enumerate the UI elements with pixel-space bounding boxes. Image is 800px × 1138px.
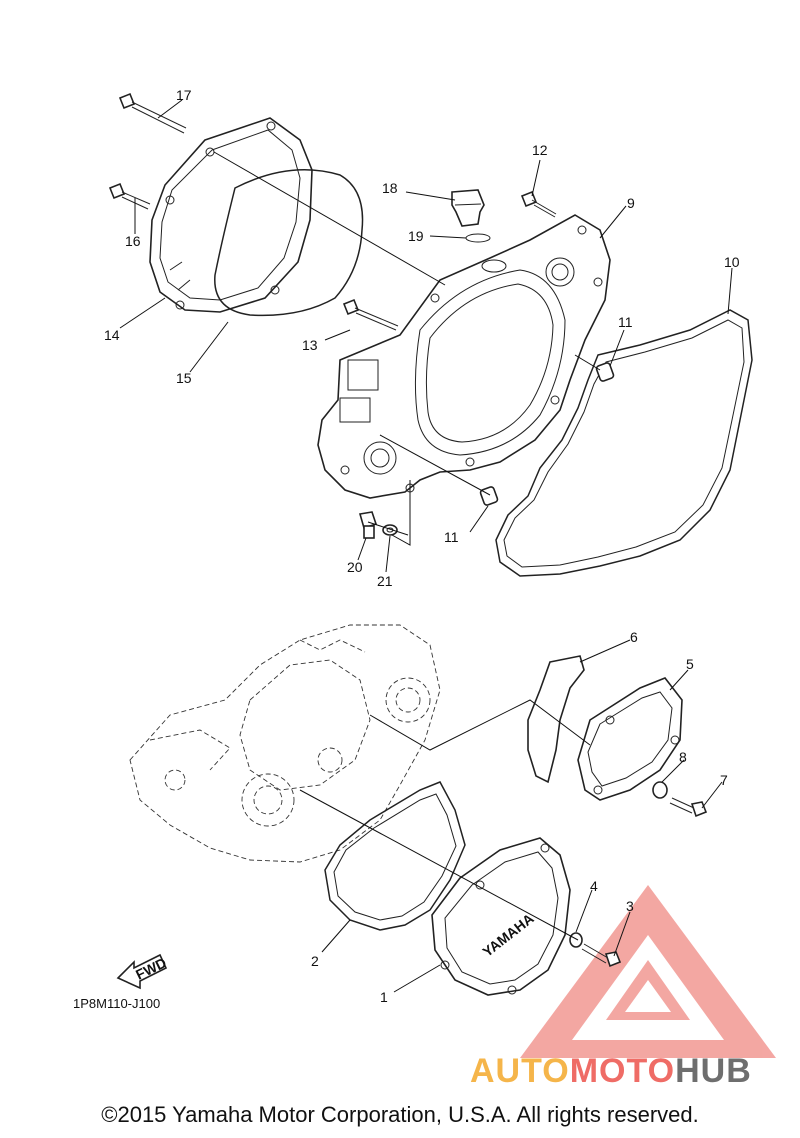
part-10-gasket-inner-edge [503, 319, 745, 568]
callout-5: 5 [686, 656, 694, 672]
part-11-dowel-upper [595, 362, 615, 382]
callout-16: 16 [125, 233, 141, 249]
part-18-filler-plug [451, 189, 485, 227]
part-20-drain-bolt [358, 511, 378, 539]
callout-13: 13 [302, 337, 318, 353]
part-5-sprocket-cover [577, 677, 683, 801]
callout-18: 18 [382, 180, 398, 196]
part-2-gasket-inner-edge [333, 793, 457, 921]
part-21-washer [382, 524, 398, 536]
callout-6: 6 [630, 629, 638, 645]
callout-numbers: 17 16 14 15 18 19 12 9 10 11 13 11 20 21… [104, 87, 740, 1005]
part-17-bolt [118, 92, 187, 134]
part-15-cover-gasket [214, 169, 364, 317]
callout-1: 1 [380, 989, 388, 1005]
callout-leaders [119, 99, 733, 993]
fwd-arrow-icon: FWD [116, 953, 169, 990]
callout-2: 2 [311, 953, 319, 969]
part-14-outer-cover [149, 117, 313, 313]
callout-15: 15 [176, 370, 192, 386]
watermark-auto: AUTO [470, 1052, 570, 1090]
callout-12: 12 [532, 142, 548, 158]
part-7-bolt [669, 797, 708, 818]
part-13-bolt [342, 298, 399, 331]
callout-11-upper: 11 [618, 314, 633, 330]
callout-7: 7 [720, 772, 728, 788]
part-4-washer [569, 932, 583, 948]
callout-19: 19 [408, 228, 424, 244]
callout-4: 4 [590, 878, 598, 894]
watermark-hub: HUB [675, 1052, 752, 1090]
callout-20: 20 [347, 559, 363, 575]
part-3-bolt [581, 943, 622, 968]
part-8-collar [652, 781, 668, 799]
callout-14: 14 [104, 327, 120, 343]
alignment-lines [213, 151, 601, 941]
fwd-label: FWD [133, 954, 169, 982]
part-19-o-ring [465, 233, 491, 243]
part-12-bolt [520, 190, 557, 218]
callout-9: 9 [627, 195, 635, 211]
part-16-bolt [108, 182, 151, 210]
part-10-crankcase-gasket [495, 309, 753, 577]
callout-11-lower: 11 [444, 529, 459, 545]
callout-10: 10 [724, 254, 740, 270]
part-1-magneto-cover: YAMAHA [431, 837, 571, 996]
callout-8: 8 [679, 749, 687, 765]
watermark-brand-text: AUTOMOTOHUB [470, 1052, 752, 1091]
watermark-triangle-logo [520, 885, 776, 1058]
part-2-cover-gasket [324, 781, 466, 931]
callout-21: 21 [377, 573, 393, 589]
diagram-code: 1P8M110-J100 [73, 996, 161, 1011]
callout-3: 3 [626, 898, 634, 914]
copyright-notice: ©2015 Yamaha Motor Corporation, U.S.A. A… [101, 1102, 699, 1127]
crankcase-context [129, 624, 441, 863]
part-11-dowel-lower [479, 486, 499, 506]
watermark-moto: MOTO [569, 1052, 676, 1090]
part-9-crankcase-cover [317, 214, 611, 499]
callout-17: 17 [176, 87, 192, 103]
